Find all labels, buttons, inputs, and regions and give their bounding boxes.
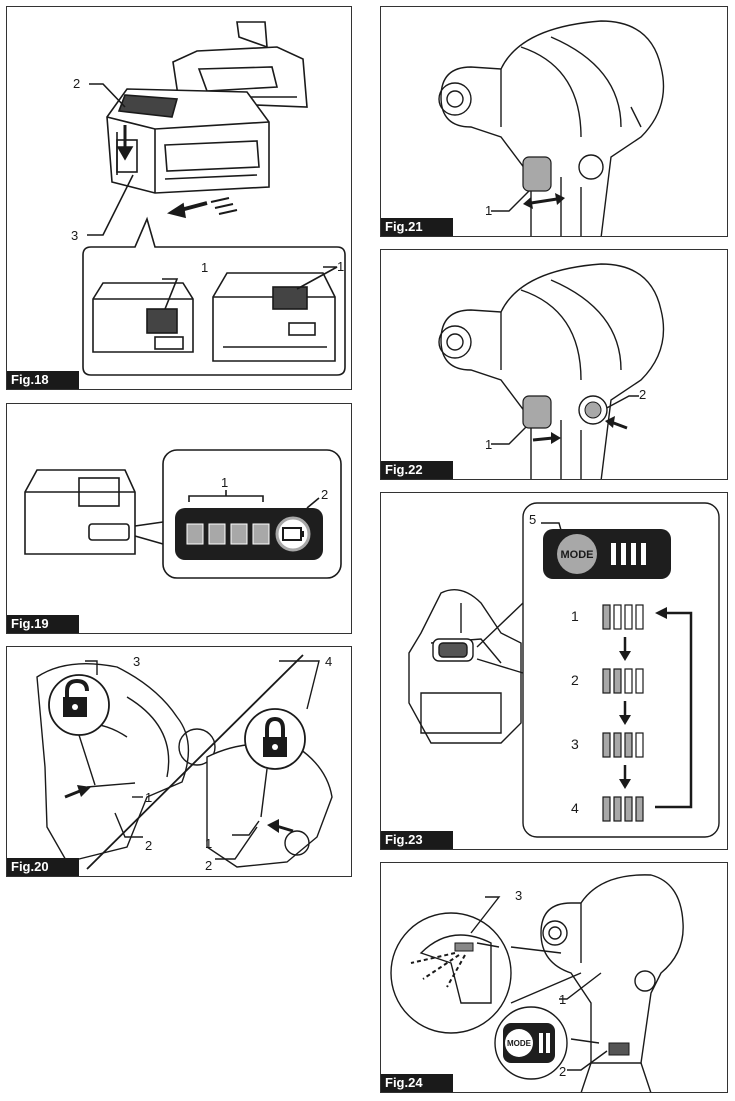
callout-2: 2: [73, 76, 81, 91]
level-bar-filled: [613, 796, 622, 822]
level-bar-filled: [624, 796, 633, 822]
mode-button-label: MODE: [507, 1039, 532, 1048]
callout-5: 5: [529, 512, 537, 527]
figure-23-panel: MODE 1 2 3 4 5 Fig.23: [380, 492, 728, 850]
figure-18-panel: 2 3 1 1 Fig.18: [6, 6, 352, 390]
battery-insertion-illustration: [82, 21, 346, 376]
mode-step-number: 1: [571, 608, 579, 624]
callout-1: 1: [485, 203, 493, 218]
level-bar-filled: [602, 604, 611, 630]
callout-1-right: 1: [205, 836, 213, 851]
job-light: [454, 942, 474, 952]
callout-3: 3: [133, 654, 141, 669]
mode-selection-illustration: MODE 1 2 3 4: [408, 502, 720, 838]
down-arrow-head: [619, 651, 631, 661]
level-bar-empty: [635, 732, 644, 758]
callout-1: 1: [221, 475, 229, 490]
battery-warning-icon: [275, 516, 311, 552]
callout-1-small-battery: 1: [201, 260, 209, 275]
level-bar-filled: [602, 668, 611, 694]
callout-1-large-battery: 1: [337, 259, 345, 274]
callout-1-left: 1: [145, 790, 153, 805]
mode-step-number: 2: [571, 672, 579, 688]
level-bar-filled: [624, 732, 633, 758]
callout-2-right: 2: [205, 858, 213, 873]
callout-2-left: 2: [145, 838, 153, 853]
down-arrow-head: [619, 715, 631, 725]
reversing-switch: [522, 395, 552, 429]
mode-button-label: MODE: [561, 549, 594, 561]
level-bar-empty: [624, 604, 633, 630]
job-light-illustration: MODE: [390, 874, 684, 1092]
callout-1: 1: [559, 992, 567, 1007]
lock-icon: [265, 716, 285, 737]
level-bar-empty: [635, 668, 644, 694]
figure-label: Fig.19: [7, 615, 79, 633]
switch-button-illustration: [438, 263, 665, 479]
callout-4: 4: [325, 654, 333, 669]
level-bar-empty: [613, 604, 622, 630]
figure-label: Fig.23: [381, 831, 453, 849]
reversing-switch-illustration: [438, 20, 665, 236]
figure-24-panel: MODE 3 1 2 Fig.24: [380, 862, 728, 1093]
lock-unlock-illustration: [36, 654, 333, 870]
level-bar-empty: [624, 668, 633, 694]
mode-step-number: 3: [571, 736, 579, 752]
figure-label: Fig.24: [381, 1074, 453, 1092]
figure-20-panel: 3 4 1 2 1 2 Fig.20: [6, 646, 352, 877]
figure-21-panel: 1 Fig.21: [380, 6, 728, 237]
battery-indicator-illustration: [24, 449, 342, 579]
callout-2: 2: [321, 487, 329, 502]
callout-2: 2: [559, 1064, 567, 1079]
reversing-switch: [522, 156, 552, 192]
mode-step-number: 4: [571, 800, 579, 816]
figure-label: Fig.22: [381, 461, 453, 479]
down-arrow-head: [619, 779, 631, 789]
mode-steps: 1 2 3 4: [571, 604, 644, 822]
level-bar-filled: [613, 668, 622, 694]
figure-label: Fig.20: [7, 858, 79, 876]
callout-1: 1: [485, 437, 493, 452]
level-bar-filled: [602, 732, 611, 758]
callout-3: 3: [515, 888, 523, 903]
level-bar-filled: [635, 796, 644, 822]
figure-label: Fig.21: [381, 218, 453, 236]
unlock-icon: [65, 678, 89, 697]
level-bar-filled: [602, 796, 611, 822]
level-bar-empty: [635, 604, 644, 630]
callout-3: 3: [71, 228, 79, 243]
level-bar-filled: [613, 732, 622, 758]
callout-2: 2: [639, 387, 647, 402]
figure-19-panel: 1 2 Fig.19: [6, 403, 352, 634]
figure-22-panel: 1 2 Fig.22: [380, 249, 728, 480]
figure-label: Fig.18: [7, 371, 79, 389]
